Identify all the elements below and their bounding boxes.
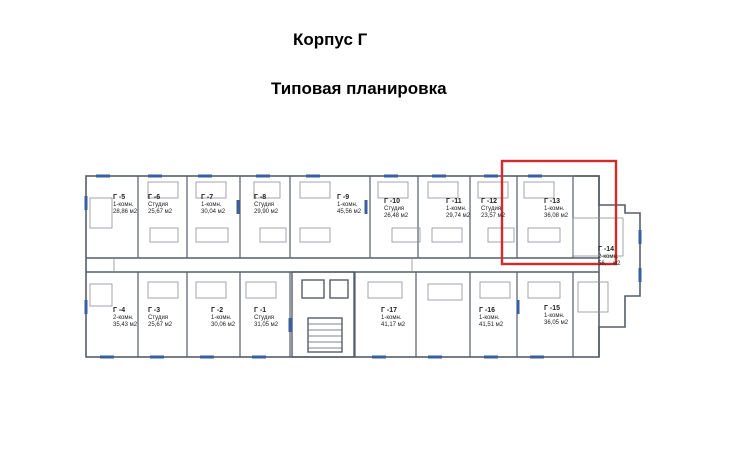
- apartment-label-g6[interactable]: Г -6 Студия 25,67 м2: [148, 194, 172, 217]
- apartment-area: 45,56 м2: [337, 209, 362, 215]
- apartment-code: Г -9: [337, 194, 350, 201]
- apartment-type: 1-комн.: [544, 205, 565, 212]
- apartment-label-g14[interactable]: Г -14 2-комн. 56,... м2: [598, 246, 620, 269]
- apartment-code: Г -10: [384, 198, 401, 205]
- apartment-label-g12[interactable]: Г -12 Студия 23,57 м2: [481, 198, 505, 221]
- apartment-type: 1-комн.: [446, 205, 467, 212]
- apartment-code: Г -7: [201, 194, 214, 201]
- apartment-label-g17[interactable]: Г -17 1-комн. 41,17 м2: [381, 307, 405, 330]
- apartment-label-g2[interactable]: Г -2 1-комн. 30,06 м2: [211, 307, 235, 330]
- apartment-code: Г -14: [598, 246, 615, 253]
- apartment-code: Г -3: [148, 307, 161, 314]
- apartment-type: 2-комн.: [113, 314, 134, 321]
- apartment-area: 25,67 м2: [148, 322, 173, 328]
- apartment-code: Г -15: [544, 305, 561, 312]
- apartment-type: Студия: [254, 314, 275, 321]
- apartment-type: 2-комн.: [598, 253, 619, 260]
- apartment-type: Студия: [148, 314, 169, 321]
- apartment-type: Студия: [148, 201, 169, 208]
- apartment-area: 25,67 м2: [148, 209, 173, 215]
- stairs: [307, 317, 343, 353]
- apartment-area: 30,06 м2: [211, 322, 236, 328]
- stair-core: [291, 271, 355, 358]
- apartment-code: Г -4: [113, 307, 126, 314]
- apartment-code: Г -17: [381, 307, 398, 314]
- apartment-area: 28,86 м2: [113, 209, 138, 215]
- apartment-area: 56,... м2: [598, 261, 621, 267]
- apartment-label-g3[interactable]: Г -3 Студия 25,67 м2: [148, 307, 172, 330]
- apartment-label-g13[interactable]: Г -13 1-комн. 36,08 м2: [544, 198, 568, 221]
- apartment-area: 36,05 м2: [544, 320, 569, 326]
- apartment-code: Г -16: [479, 307, 496, 314]
- apartment-label-g10[interactable]: Г -10 Студия 26,48 м2: [384, 198, 408, 221]
- elevator-shaft: [301, 279, 325, 299]
- apartment-label-g8[interactable]: Г -8 Студия 29,90 м2: [254, 194, 278, 217]
- windows: [84, 174, 642, 359]
- apartment-area: 30,04 м2: [201, 209, 226, 215]
- room-details: [89, 181, 624, 313]
- building-title: Корпус Г: [293, 30, 368, 49]
- right-wing-wall: [575, 175, 641, 357]
- apartment-type: Студия: [481, 205, 502, 212]
- apartment-code: Г -1: [254, 307, 267, 314]
- apartment-area: 26,48 м2: [384, 213, 409, 219]
- apartment-area: 41,51 м2: [479, 322, 504, 328]
- apartment-code: Г -6: [148, 194, 161, 201]
- apartment-label-g1[interactable]: Г -1 Студия 31,05 м2: [254, 307, 278, 330]
- plan-subtitle: Типовая планировка: [271, 79, 447, 98]
- apartment-type: 1-комн.: [337, 201, 358, 208]
- apartment-area: 41,17 м2: [381, 322, 406, 328]
- apartment-label-g9[interactable]: Г -9 1-комн. 45,56 м2: [337, 194, 361, 217]
- apartment-type: Студия: [384, 205, 405, 212]
- apartment-code: Г -12: [481, 198, 498, 205]
- apartment-code: Г -13: [544, 198, 561, 205]
- apartment-label-g4[interactable]: Г -4 2-комн. 35,43 м2: [113, 307, 137, 330]
- apartment-code: Г -8: [254, 194, 267, 201]
- apartment-type: Студия: [254, 201, 275, 208]
- apartment-label-g7[interactable]: Г -7 1-комн. 30,04 м2: [201, 194, 225, 217]
- apartment-type: 1-комн.: [544, 312, 565, 319]
- apartment-label-g16[interactable]: Г -16 1-комн. 41,51 м2: [479, 307, 503, 330]
- apartment-type: 1-комн.: [113, 201, 134, 208]
- apartment-code: Г -5: [113, 194, 126, 201]
- apartment-area: 23,57 м2: [481, 213, 506, 219]
- apartment-area: 29,90 м2: [254, 209, 279, 215]
- apartment-label-g5[interactable]: Г -5 1-комн. 28,86 м2: [113, 194, 137, 217]
- apartment-area: 29,74 м2: [446, 213, 471, 219]
- apartment-area: 36,08 м2: [544, 213, 569, 219]
- apartment-label-g15[interactable]: Г -15 1-комн. 36,05 м2: [544, 305, 568, 328]
- apartment-area: 31,05 м2: [254, 322, 279, 328]
- apartment-type: 1-комн.: [201, 201, 222, 208]
- apartment-type: 1-комн.: [479, 314, 500, 321]
- apartment-code: Г -11: [446, 198, 462, 205]
- selected-apartment-highlight: [500, 159, 618, 266]
- apartment-code: Г -2: [211, 307, 224, 314]
- apartment-type: 1-комн.: [381, 314, 402, 321]
- apartment-label-g11[interactable]: Г -11 1-комн. 29,74 м2: [446, 198, 470, 221]
- apartment-type: 1-комн.: [211, 314, 232, 321]
- bottom-partitions: [137, 272, 574, 357]
- apartment-area: 35,43 м2: [113, 322, 138, 328]
